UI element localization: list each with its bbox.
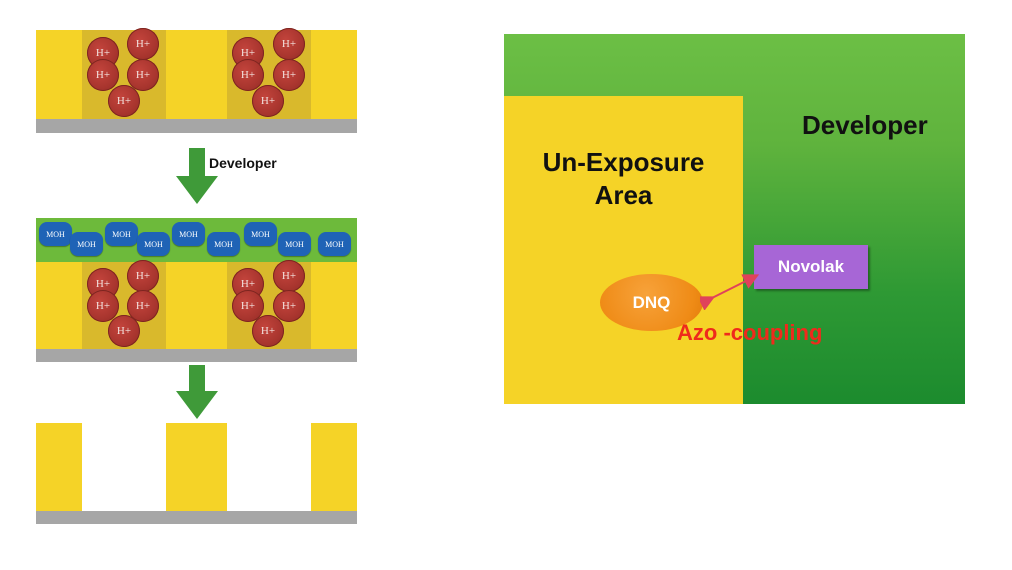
substrate — [36, 349, 357, 362]
acid-ion: H+ — [252, 85, 284, 117]
unexposure-line-2: Area — [594, 179, 653, 210]
acid-ion: H+ — [87, 59, 119, 91]
arrow-head — [176, 176, 218, 204]
acid-ion: H+ — [273, 290, 305, 322]
moh-molecule: MOH — [207, 232, 240, 256]
acid-ion: H+ — [127, 260, 159, 292]
substrate — [36, 511, 357, 524]
moh-molecule: MOH — [105, 222, 138, 246]
developer-label: Developer — [802, 110, 928, 140]
resist-pillar — [166, 423, 227, 511]
moh-molecule: MOH — [318, 232, 351, 256]
acid-ion: H+ — [127, 28, 159, 60]
moh-molecule: MOH — [70, 232, 103, 256]
acid-ion: H+ — [127, 59, 159, 91]
acid-ion: H+ — [87, 290, 119, 322]
arrow-shaft — [189, 365, 205, 391]
unexposure-area — [504, 96, 743, 404]
resist-pillar — [36, 423, 82, 511]
acid-ion: H+ — [108, 315, 140, 347]
azo-coupling-label: Azo -coupling — [677, 320, 823, 345]
acid-ion: H+ — [252, 315, 284, 347]
acid-ion: H+ — [232, 59, 264, 91]
unexposure-label: Un-Exposure Area — [504, 146, 743, 211]
arrow-head — [176, 391, 218, 419]
arrow-shaft — [189, 148, 205, 176]
moh-molecule: MOH — [137, 232, 170, 256]
dnq-ellipse: DNQ — [600, 274, 703, 331]
developer-step-label: Developer — [209, 155, 277, 171]
moh-molecule: MOH — [172, 222, 205, 246]
acid-ion: H+ — [273, 260, 305, 292]
resist-pillar — [311, 423, 357, 511]
acid-ion: H+ — [108, 85, 140, 117]
interaction-arrow — [700, 274, 760, 310]
moh-molecule: MOH — [244, 222, 277, 246]
substrate — [36, 119, 357, 133]
unexposure-line-1: Un-Exposure — [542, 147, 705, 177]
acid-ion: H+ — [273, 59, 305, 91]
moh-molecule: MOH — [39, 222, 72, 246]
acid-ion: H+ — [273, 28, 305, 60]
novolak-box: Novolak — [754, 245, 868, 289]
moh-molecule: MOH — [278, 232, 311, 256]
